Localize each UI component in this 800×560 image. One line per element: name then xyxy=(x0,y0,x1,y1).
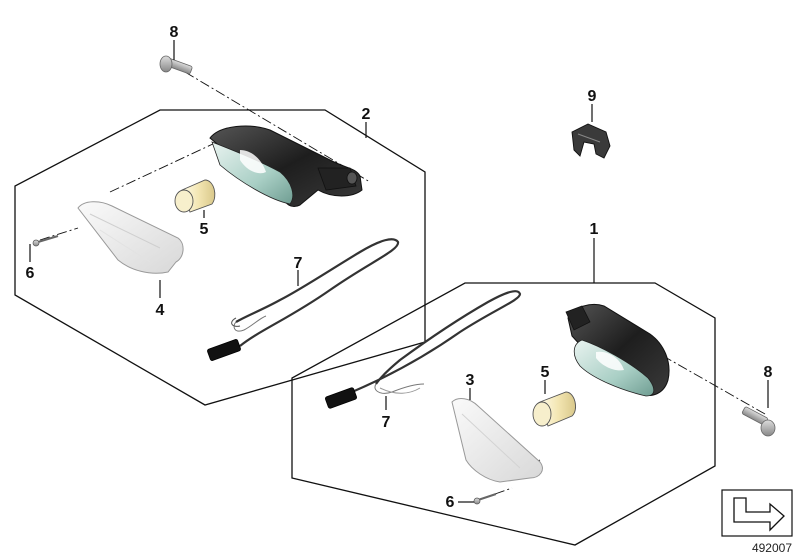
left-bulb xyxy=(174,179,216,213)
top-bolt xyxy=(159,55,193,75)
callout-8-right: 8 xyxy=(764,364,773,381)
right-screw xyxy=(473,493,497,505)
left-screw-axis xyxy=(39,227,79,241)
callout-9: 9 xyxy=(588,88,597,105)
callout-6-right: 6 xyxy=(446,494,455,511)
right-bolt xyxy=(741,406,776,437)
left-screw xyxy=(32,235,59,247)
callout-1: 1 xyxy=(590,221,599,238)
clip xyxy=(571,123,611,159)
left-cable xyxy=(207,238,400,361)
left-indicator-housing xyxy=(209,125,363,208)
callout-5-left: 5 xyxy=(200,221,209,238)
callout-6-left: 6 xyxy=(26,265,35,282)
arrow-icon xyxy=(733,497,785,532)
callout-7-right: 7 xyxy=(382,414,391,431)
right-indicator-housing xyxy=(565,304,670,397)
document-stamp: 492007 xyxy=(721,489,793,555)
document-number: 492007 xyxy=(752,541,792,555)
right-bulb xyxy=(532,391,576,427)
callout-2: 2 xyxy=(362,106,371,123)
right-lens xyxy=(451,398,543,483)
right-assembly-frame xyxy=(291,282,716,546)
left-assembly-frame xyxy=(14,109,426,406)
callout-8-top: 8 xyxy=(170,24,179,41)
right-cable xyxy=(325,290,522,409)
callout-4: 4 xyxy=(156,302,165,319)
callout-7-left: 7 xyxy=(294,255,303,272)
left-lens xyxy=(77,201,184,274)
left-lens-axis xyxy=(109,142,216,193)
callout-5-right: 5 xyxy=(541,364,550,381)
callout-3: 3 xyxy=(466,372,475,389)
